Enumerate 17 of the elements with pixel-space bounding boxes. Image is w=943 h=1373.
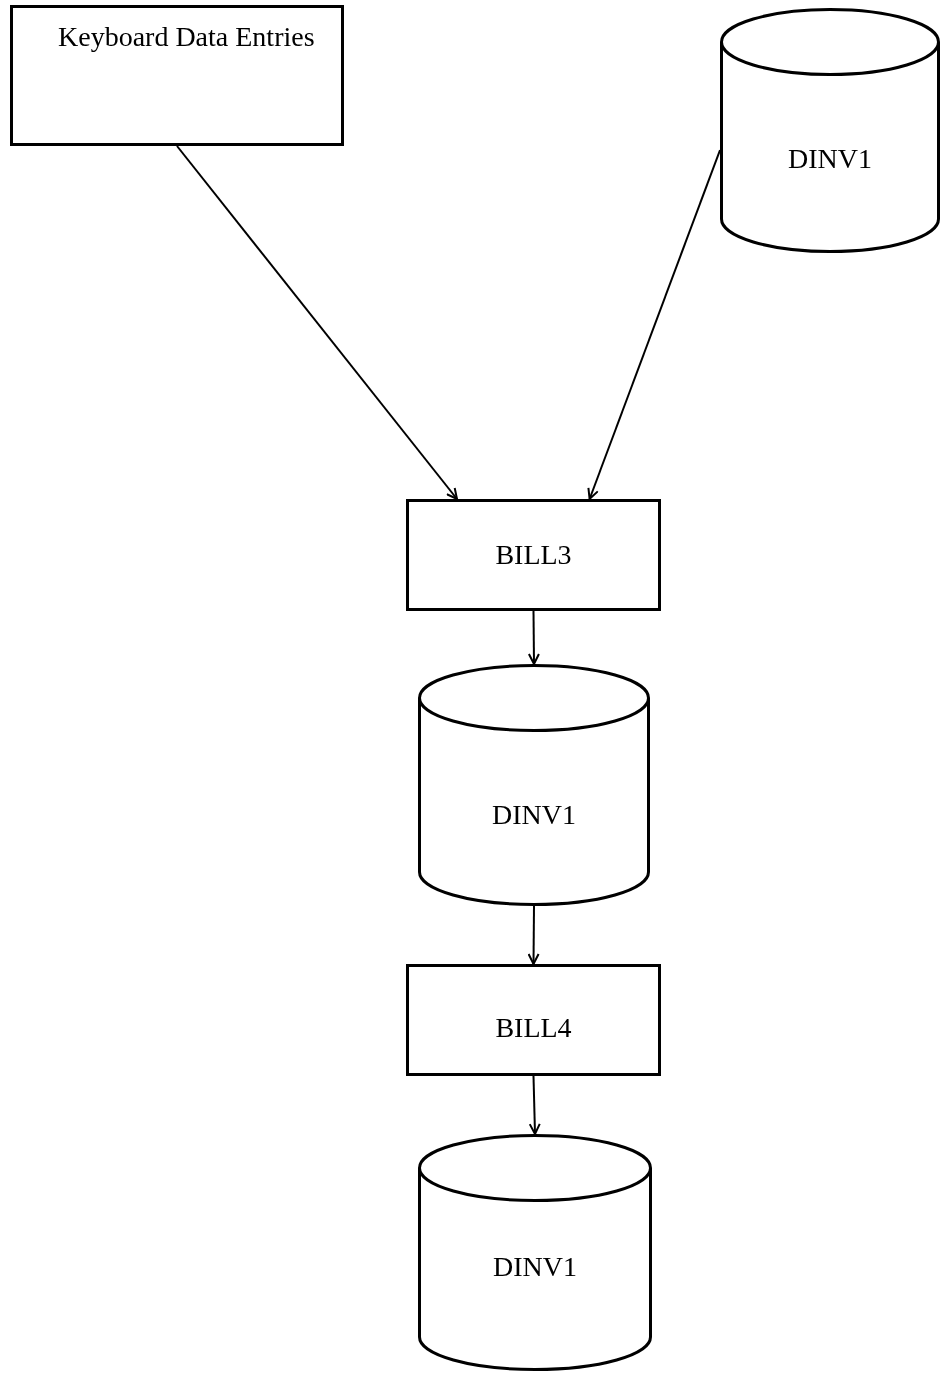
arrow: [527, 610, 540, 665]
process-box: [406, 499, 661, 611]
node-label: DINV1: [787, 142, 873, 176]
node-label: Keyboard Data Entries: [57, 20, 316, 54]
node-label: BILL3: [494, 538, 573, 572]
arrow: [587, 149, 721, 500]
arrow: [528, 1075, 541, 1135]
database-cylinder: [418, 1134, 652, 1371]
database-cylinder: [418, 664, 650, 906]
node-label: DINV1: [492, 1250, 578, 1284]
node-label: DINV1: [491, 798, 577, 832]
arrow: [527, 905, 540, 965]
process-box: [406, 964, 661, 1076]
arrow: [176, 145, 458, 500]
process-box: [10, 5, 344, 146]
node-label: BILL4: [494, 1011, 573, 1045]
database-cylinder: [720, 8, 940, 253]
